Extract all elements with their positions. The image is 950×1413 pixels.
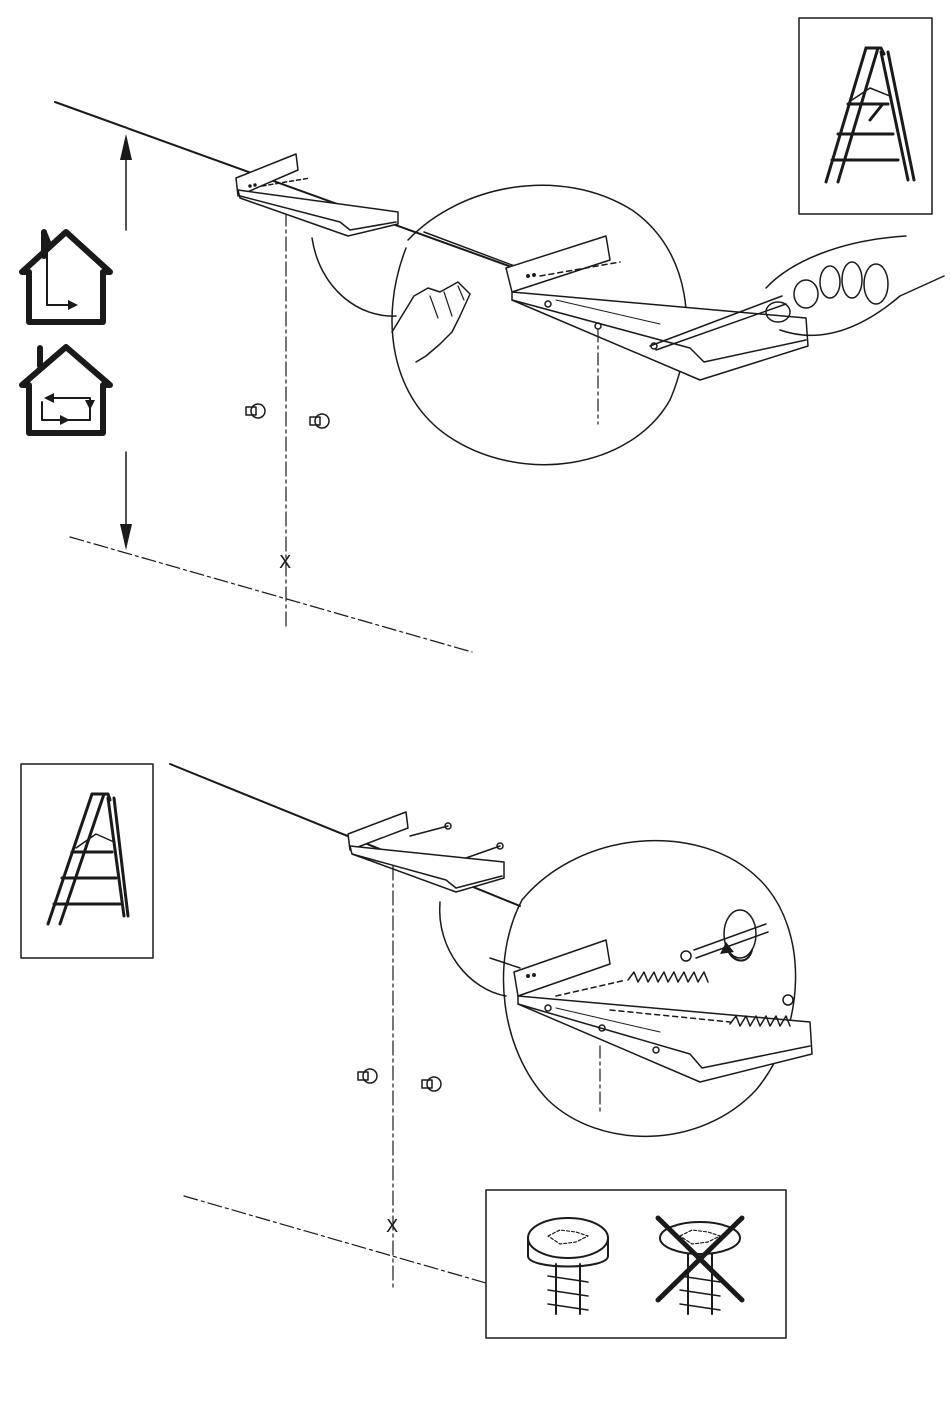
detail-circle-top: [392, 185, 944, 464]
callout-connector-bottom: [440, 902, 506, 996]
ladder-icon: [799, 18, 932, 214]
screw-head-compare-icon: [486, 1190, 786, 1338]
callout-connector-top: [312, 238, 396, 316]
incorrect-screw-icon: [658, 1218, 742, 1314]
wall-anchors-top: [246, 404, 329, 428]
bracket-small-bottom: [348, 812, 504, 892]
wall-anchors-bottom: [358, 1069, 441, 1091]
floor-mark-x-bottom: X: [386, 1216, 398, 1237]
floor-reference-line: [70, 537, 472, 652]
panel-bottom: X: [21, 764, 812, 1338]
detail-circle-bottom: [490, 841, 812, 1137]
house-level-icon: [22, 232, 110, 322]
bracket-small-top: [236, 154, 398, 236]
height-measure-arrow: [120, 134, 132, 550]
house-rotation-icon: [22, 347, 110, 433]
ceiling-line: [55, 102, 520, 270]
correct-screw-icon: [528, 1218, 608, 1314]
panel-top: X: [22, 18, 944, 652]
floor-reference-line-bottom: [184, 1196, 486, 1283]
ladder-icon-bottom: [21, 764, 153, 958]
floor-mark-x: X: [279, 552, 291, 573]
